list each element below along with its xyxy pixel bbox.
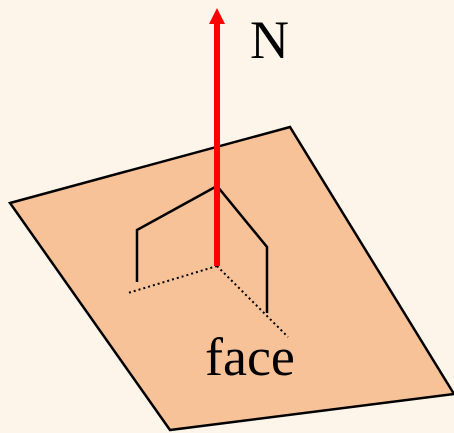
normal-vector-arrowhead bbox=[209, 8, 225, 24]
face-plane bbox=[7, 125, 454, 432]
face-label: face bbox=[205, 327, 295, 387]
dotted-guide-left bbox=[127, 265, 218, 294]
dotted-guide-right bbox=[216, 265, 289, 338]
normal-label: N bbox=[250, 10, 289, 70]
